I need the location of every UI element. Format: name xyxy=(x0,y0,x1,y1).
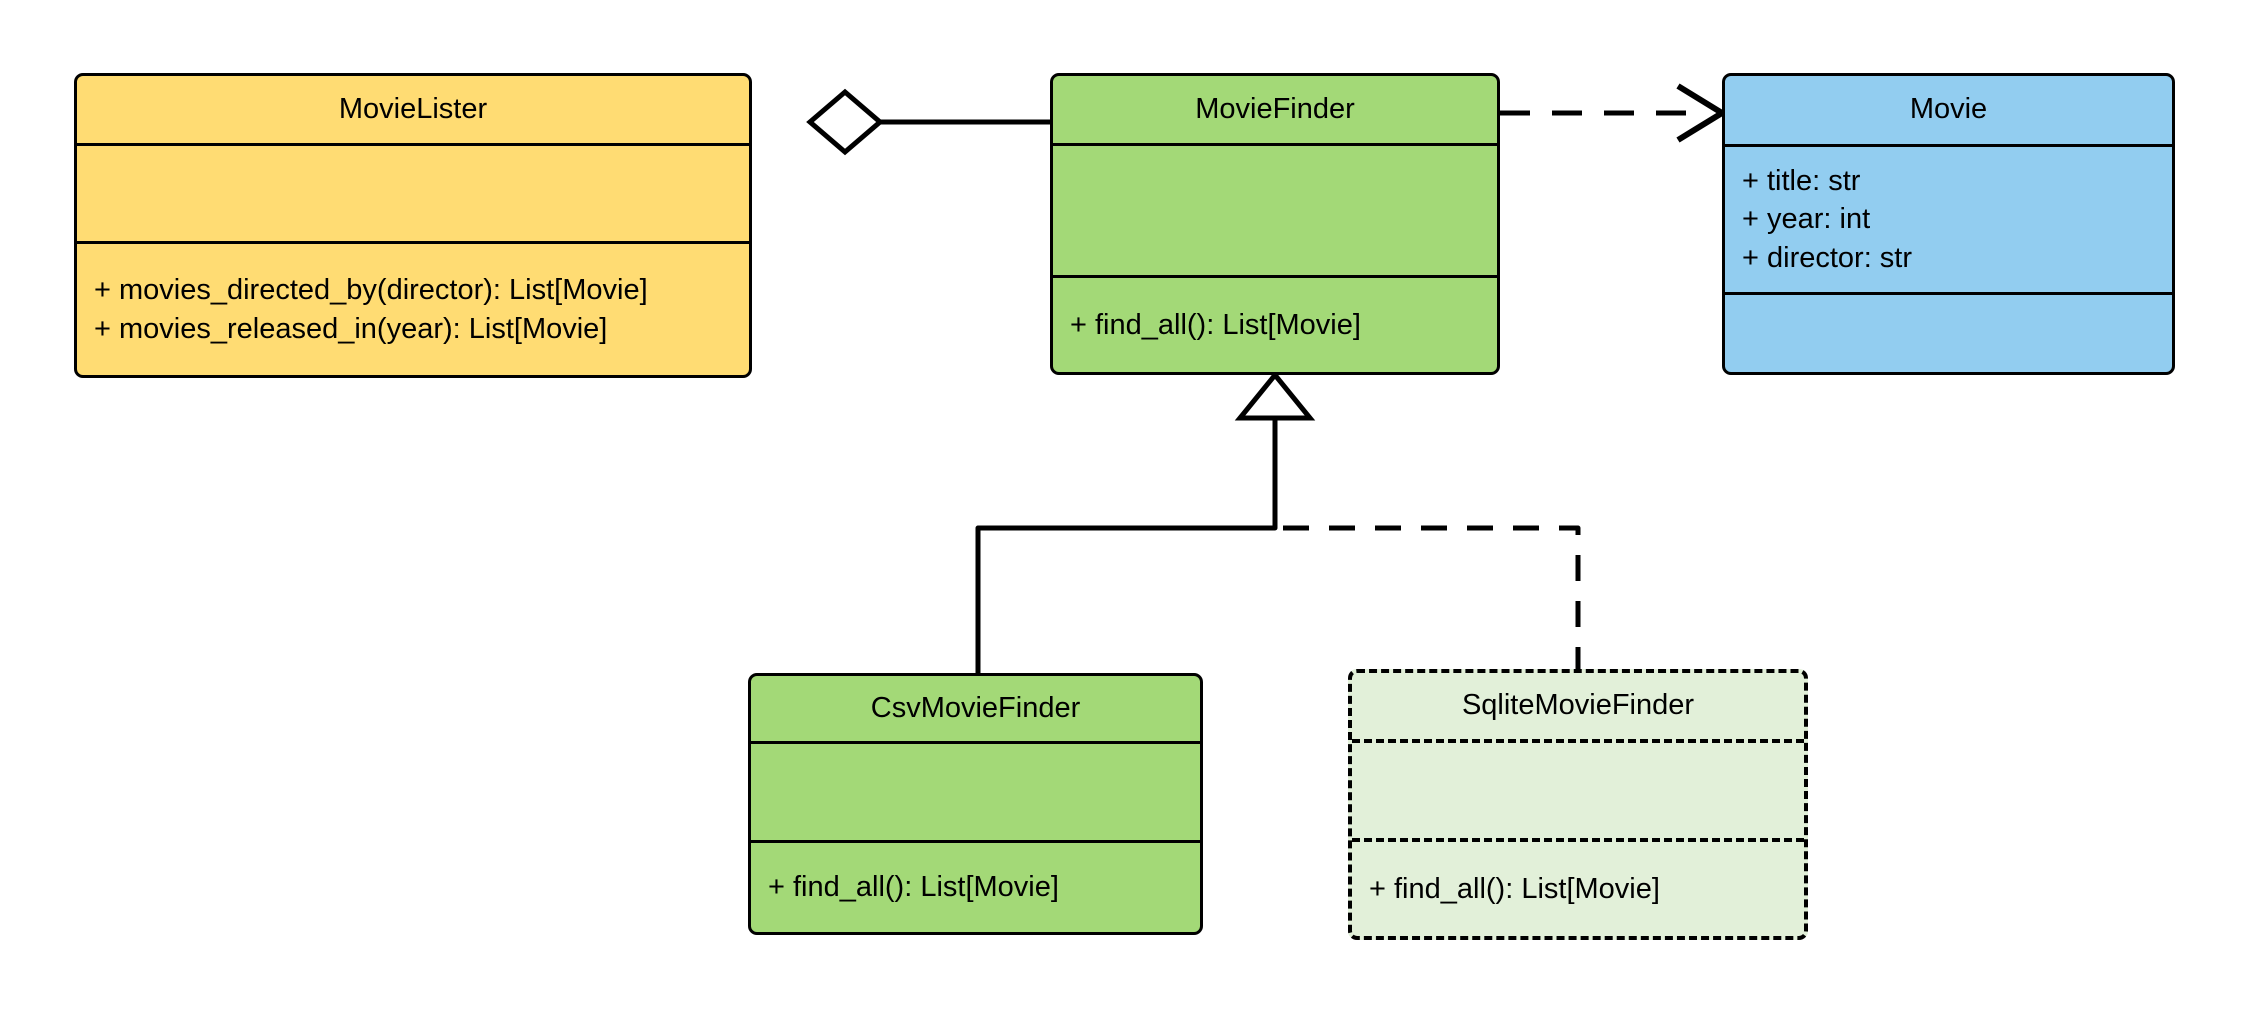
attribute-item: + director: str xyxy=(1742,241,1913,274)
methods-compartment-movie-lister: + movies_directed_by(director): List[Mov… xyxy=(77,241,749,375)
class-header-movie: Movie xyxy=(1725,76,2172,144)
attribute-item: + title: str xyxy=(1742,164,1861,197)
class-name-movie: Movie xyxy=(1909,93,1988,126)
attributes-compartment-csv-movie-finder xyxy=(751,741,1200,840)
methods-compartment-csv-movie-finder: + find_all(): List[Movie] xyxy=(751,840,1200,932)
class-box-movie[interactable]: Movie + title: str + year: int + directo… xyxy=(1722,73,2175,375)
edge-generalization-csv-finder xyxy=(975,418,1278,673)
class-name-sqlite-movie-finder: SqliteMovieFinder xyxy=(1461,689,1695,722)
class-box-movie-lister[interactable]: MovieLister + movies_directed_by(directo… xyxy=(74,73,752,378)
edge-aggregation-lister-finder xyxy=(806,88,1050,156)
edge-generalization-sqlite-finder xyxy=(1275,525,1581,673)
methods-compartment-movie xyxy=(1725,292,2172,372)
class-box-sqlite-movie-finder[interactable]: SqliteMovieFinder + find_all(): List[Mov… xyxy=(1348,669,1808,940)
class-header-csv-movie-finder: CsvMovieFinder xyxy=(751,676,1200,741)
method-item: + find_all(): List[Movie] xyxy=(768,871,1059,904)
attributes-compartment-movie-finder xyxy=(1053,143,1497,275)
class-header-sqlite-movie-finder: SqliteMovieFinder xyxy=(1352,673,1804,739)
edge-dependency-finder-movie xyxy=(1500,83,1728,143)
class-header-movie-finder: MovieFinder xyxy=(1053,76,1497,143)
attribute-item: + year: int xyxy=(1742,203,1871,236)
method-item: + find_all(): List[Movie] xyxy=(1369,872,1660,905)
method-item: + movies_released_in(year): List[Movie] xyxy=(94,312,608,345)
open-arrow-marker xyxy=(1676,83,1728,143)
class-name-csv-movie-finder: CsvMovieFinder xyxy=(870,691,1081,724)
attributes-compartment-sqlite-movie-finder xyxy=(1352,739,1804,838)
method-item: + movies_directed_by(director): List[Mov… xyxy=(94,273,648,306)
method-item: + find_all(): List[Movie] xyxy=(1070,308,1361,341)
class-box-movie-finder[interactable]: MovieFinder + find_all(): List[Movie] xyxy=(1050,73,1500,375)
hollow-triangle-marker xyxy=(1234,371,1316,421)
methods-compartment-movie-finder: + find_all(): List[Movie] xyxy=(1053,275,1497,372)
attributes-compartment-movie: + title: str + year: int + director: str xyxy=(1725,144,2172,292)
class-name-movie-finder: MovieFinder xyxy=(1195,92,1355,125)
class-header-movie-lister: MovieLister xyxy=(77,76,749,143)
methods-compartment-sqlite-movie-finder: + find_all(): List[Movie] xyxy=(1352,838,1804,936)
hollow-diamond-marker xyxy=(806,88,884,156)
attributes-compartment-movie-lister xyxy=(77,143,749,241)
class-name-movie-lister: MovieLister xyxy=(338,92,488,125)
class-box-csv-movie-finder[interactable]: CsvMovieFinder + find_all(): List[Movie] xyxy=(748,673,1203,935)
